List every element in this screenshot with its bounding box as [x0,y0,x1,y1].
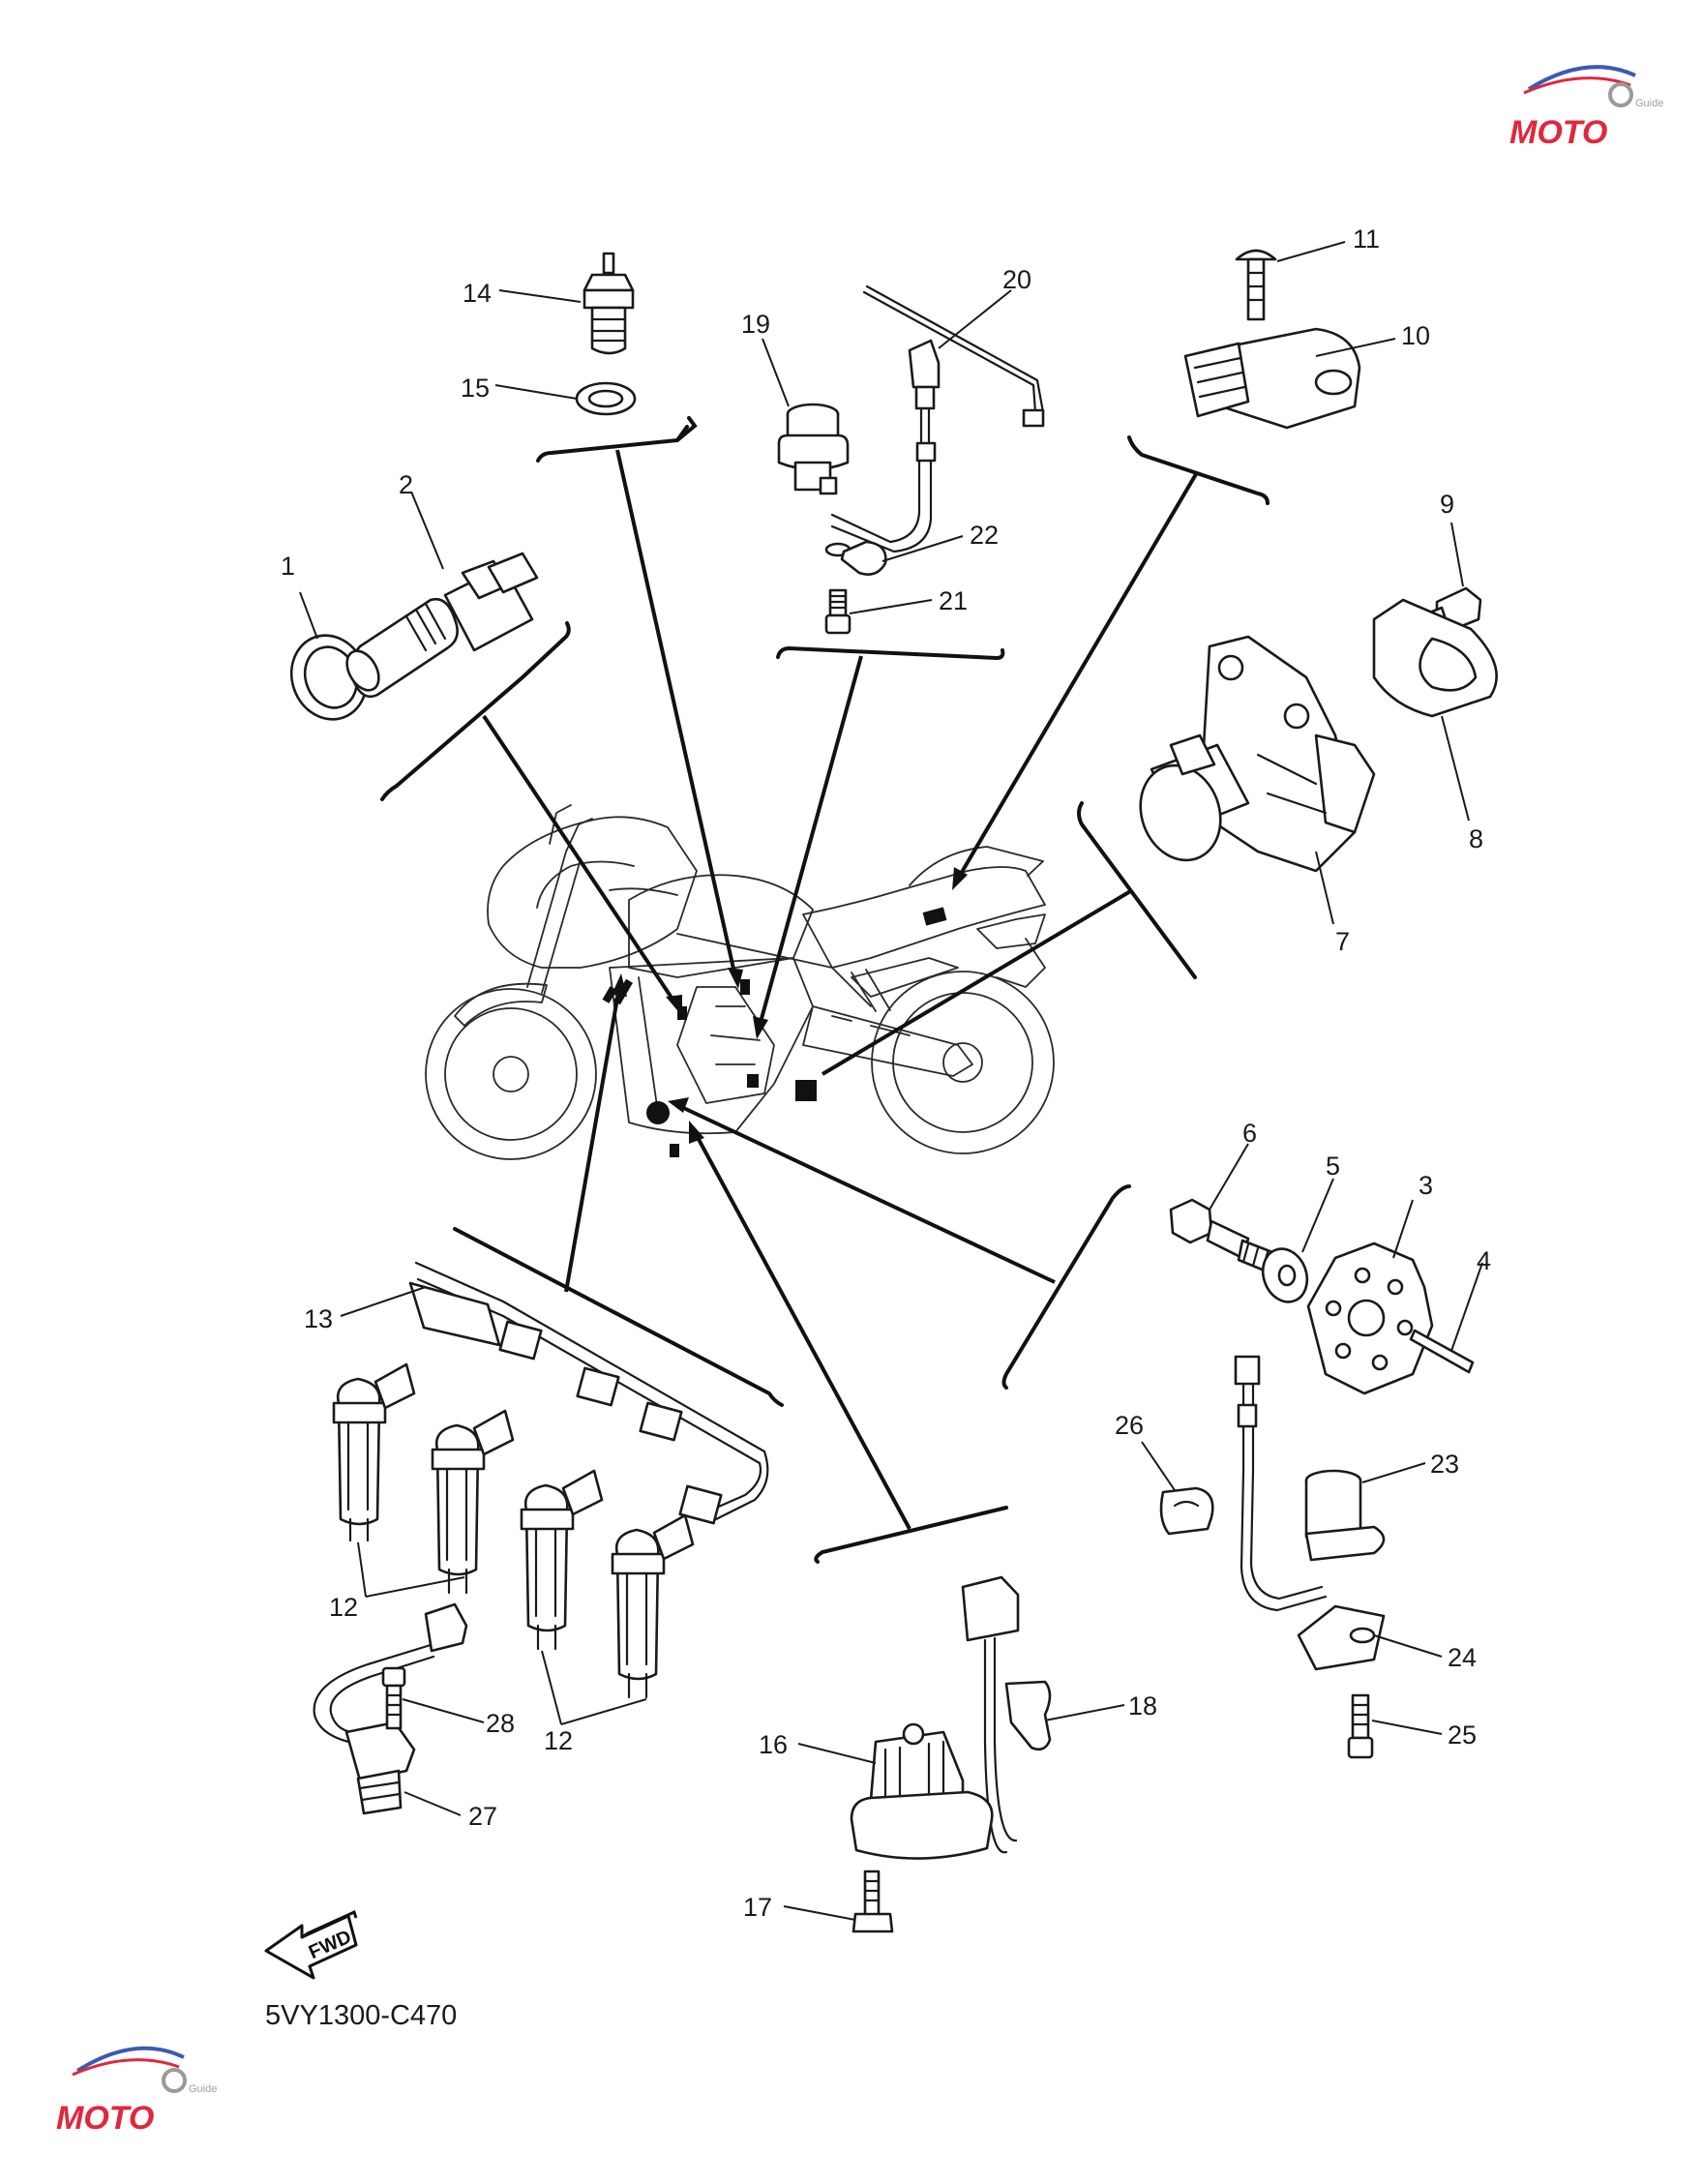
label-part-1: 1 [281,552,295,581]
label-part-15: 15 [461,374,490,403]
label-part-27: 27 [468,1802,497,1831]
label-part-14: 14 [463,279,492,308]
watermark-subtitle-bottom: Guide [189,2083,217,2095]
part-number-labels: 1 2 3 4 5 6 7 8 9 10 11 12 12 13 14 15 1… [281,224,1491,1922]
part-19-cable [830,339,941,553]
label-part-13: 13 [304,1304,333,1333]
section-brackets [380,416,1270,1564]
part-26-clamp [1159,1486,1214,1536]
part-11-screw [1235,249,1277,321]
label-part-12-left: 12 [329,1593,358,1622]
callout-leaders [299,241,1483,1921]
part-4-dowel-pin [1409,1329,1475,1374]
coil-2 [431,1409,515,1595]
part-12-ignition-coils [332,1362,695,1699]
label-part-22: 22 [970,521,999,550]
part-24-plate [1297,1604,1386,1671]
part-28-bolt [381,1666,406,1730]
label-part-18: 18 [1128,1691,1157,1720]
fwd-arrow: FWD [264,1909,358,1980]
label-part-12-right: 12 [544,1726,573,1755]
part-20-lead-wire [862,284,1045,428]
location-markers [602,907,947,1157]
part-22-clamp [824,540,887,576]
label-part-20: 20 [1002,265,1031,294]
label-part-21: 21 [939,586,968,615]
part-17-bolt [852,1870,894,1933]
part-27-sensor [313,1602,468,1815]
part-14-pressure-switch [583,252,635,355]
label-part-5: 5 [1326,1152,1340,1181]
label-part-28: 28 [486,1709,515,1738]
diagram-code: 5VY1300-C470 [265,2000,457,2031]
label-part-17: 17 [743,1893,772,1922]
watermark-top: MOTO Guide [1509,65,1663,151]
label-part-2: 2 [399,470,413,499]
label-part-26: 26 [1115,1411,1144,1440]
label-part-3: 3 [1419,1171,1433,1200]
label-part-19: 19 [741,310,770,339]
part-13-wire-harness [408,1261,769,1525]
watermark-brand-bottom: MOTO [56,2100,154,2137]
watermark-subtitle-top: Guide [1635,98,1663,109]
part-21-bolt [824,588,852,635]
part-7-actuator [1139,635,1376,873]
coil-4 [611,1513,695,1699]
label-part-11: 11 [1353,224,1380,254]
part-19-speed-sensor [777,403,850,495]
watermark-brand-top: MOTO [1509,114,1607,151]
label-part-16: 16 [759,1730,788,1759]
part-10-pressure-sensor [1183,327,1361,430]
label-part-8: 8 [1469,824,1483,853]
part-5-washer [1261,1247,1309,1303]
part-16-sensor [850,1575,1020,1860]
label-part-6: 6 [1242,1119,1257,1148]
label-part-9: 9 [1440,490,1454,519]
label-part-25: 25 [1448,1720,1477,1750]
label-part-7: 7 [1335,927,1350,956]
part-25-bolt [1347,1693,1374,1759]
coil-1 [332,1362,416,1542]
part-15-washer [575,381,637,416]
part-8-cover [1372,598,1498,718]
watermark-bottom: MOTO Guide [56,2046,217,2137]
label-part-23: 23 [1430,1450,1459,1479]
label-part-24: 24 [1448,1643,1477,1672]
leader-lines [482,449,1198,1530]
part-3-pickup-rotor [1306,1242,1434,1395]
part-23-crank-sensor [1234,1355,1386,1612]
part-6-flange-bolt [1169,1198,1279,1275]
label-part-4: 4 [1477,1246,1491,1275]
part-2-temperature-sensor [345,552,539,699]
part-1-gasket [289,634,369,721]
part-18-clamp [1004,1680,1052,1751]
label-part-10: 10 [1401,321,1430,350]
coil-3 [520,1469,604,1651]
